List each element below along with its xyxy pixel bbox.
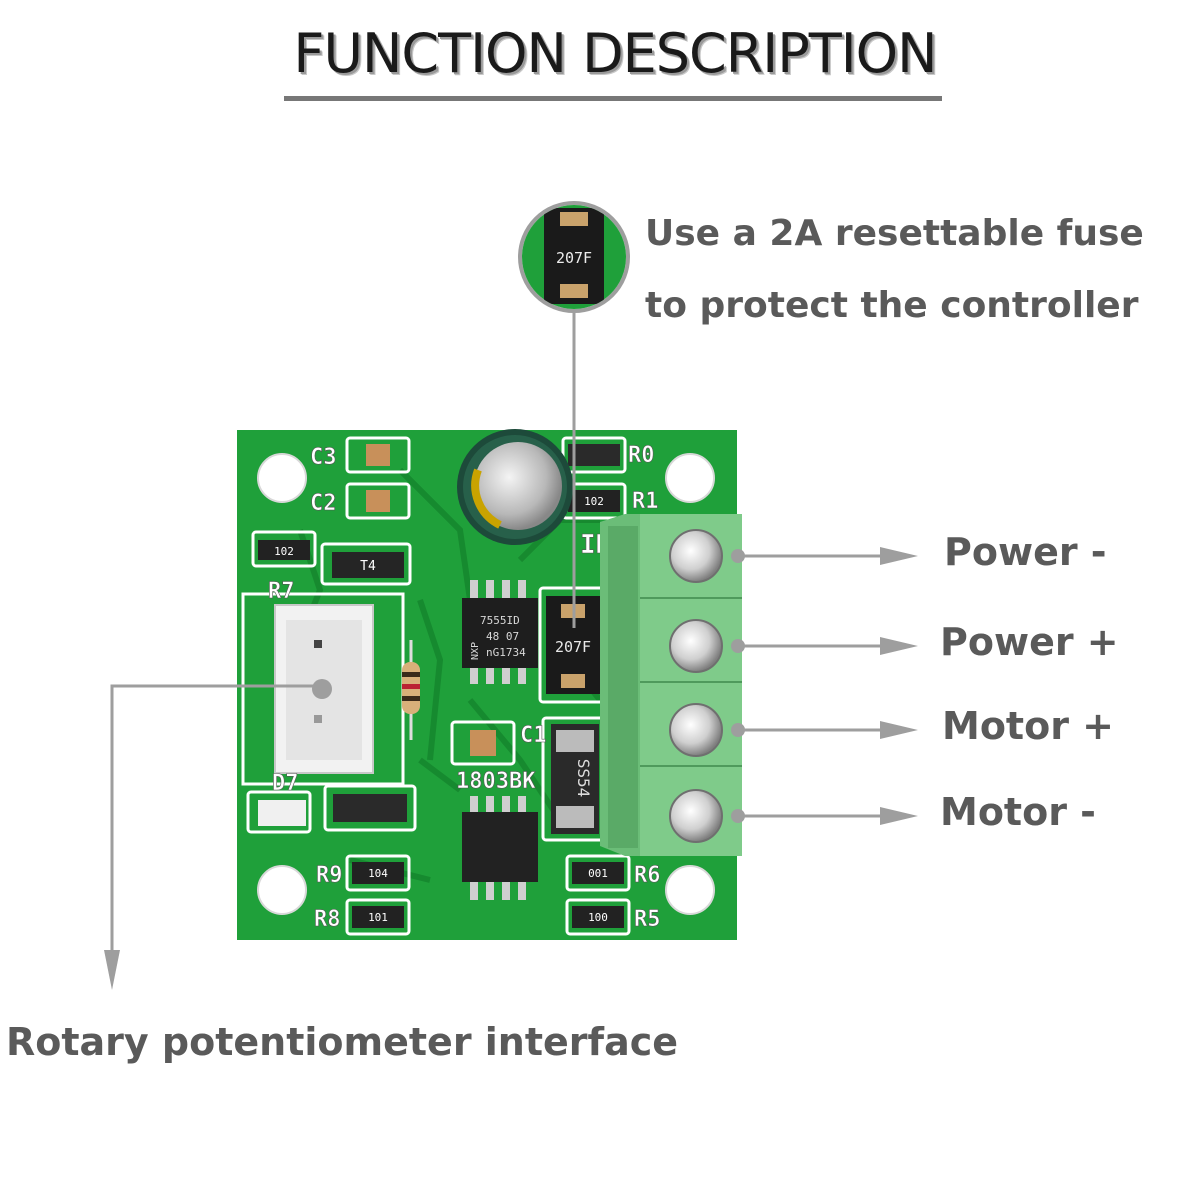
terminal-label: Motor +	[942, 704, 1115, 748]
terminal-screw	[669, 789, 723, 843]
terminal-label: Motor -	[940, 790, 1096, 834]
driver-ic	[462, 796, 538, 900]
fuse-description-line2: to protect the controller	[645, 285, 1139, 326]
silk-r9: R9	[316, 863, 343, 888]
arrow-icon	[880, 721, 918, 739]
svg-text:7555ID: 7555ID	[480, 614, 520, 627]
resistor-code: 100	[588, 911, 608, 924]
terminal-screw	[669, 529, 723, 583]
svg-text:207F: 207F	[556, 249, 592, 267]
axial-resistor	[402, 640, 420, 740]
fuse-description-line1: Use a 2A resettable fuse	[645, 213, 1144, 254]
page-title: FUNCTION DESCRIPTION	[293, 22, 937, 85]
mounting-hole	[665, 865, 715, 915]
arrow-icon	[880, 637, 918, 655]
terminal-screw	[669, 703, 723, 757]
fuse-description: Use a 2A resettable fuse to protect the …	[645, 198, 1144, 342]
timer-ic: 7555ID 48 07 nG1734 NXP	[462, 580, 538, 684]
resistor-code: 001	[588, 867, 608, 880]
resistor-code: 102	[584, 495, 604, 508]
silk-c2: C2	[310, 491, 337, 516]
terminal-3	[669, 703, 918, 757]
silk-c3: C3	[310, 445, 337, 470]
mounting-hole	[257, 453, 307, 503]
terminal-2	[669, 619, 918, 673]
resistor-code: 101	[368, 911, 388, 924]
svg-text:48 07: 48 07	[486, 630, 519, 643]
svg-text:207F: 207F	[555, 638, 591, 656]
schottky-diode: SS54	[551, 724, 599, 834]
terminal-1	[669, 529, 918, 583]
silk-r6: R6	[634, 863, 661, 888]
silk-r1: R1	[632, 489, 659, 514]
terminal-screw	[669, 619, 723, 673]
arrow-icon	[880, 547, 918, 565]
potentiometer-description: Rotary potentiometer interface	[6, 1020, 679, 1064]
silk-r5: R5	[634, 907, 661, 932]
potentiometer-pointer	[104, 679, 332, 990]
mounting-hole	[665, 453, 715, 503]
mounting-hole	[257, 865, 307, 915]
electrolytic-capacitor	[457, 429, 573, 545]
terminal-4	[669, 789, 918, 843]
silk-r0: R0	[628, 443, 655, 468]
fuse-zoom-callout: 207F	[518, 201, 630, 628]
silk-ic-label: 1803BK	[456, 769, 536, 794]
silk-c1: C1	[520, 723, 547, 748]
silk-r7: R7	[268, 579, 295, 604]
resistor-code: 102	[274, 545, 294, 558]
resistor-code: 104	[368, 867, 388, 880]
silk-d7: D7	[272, 771, 299, 796]
transistor-code: T4	[360, 559, 376, 574]
pcb-board: 102 104 101 001 100 102 T4	[237, 429, 742, 940]
svg-text:SS54: SS54	[574, 759, 593, 798]
title-underline	[284, 96, 942, 101]
silk-r8: R8	[314, 907, 341, 932]
arrow-icon	[880, 807, 918, 825]
terminal-label: Power +	[940, 620, 1119, 664]
svg-text:nG1734: nG1734	[486, 646, 526, 659]
svg-text:NXP: NXP	[470, 642, 481, 660]
terminal-label: Power -	[944, 530, 1107, 574]
